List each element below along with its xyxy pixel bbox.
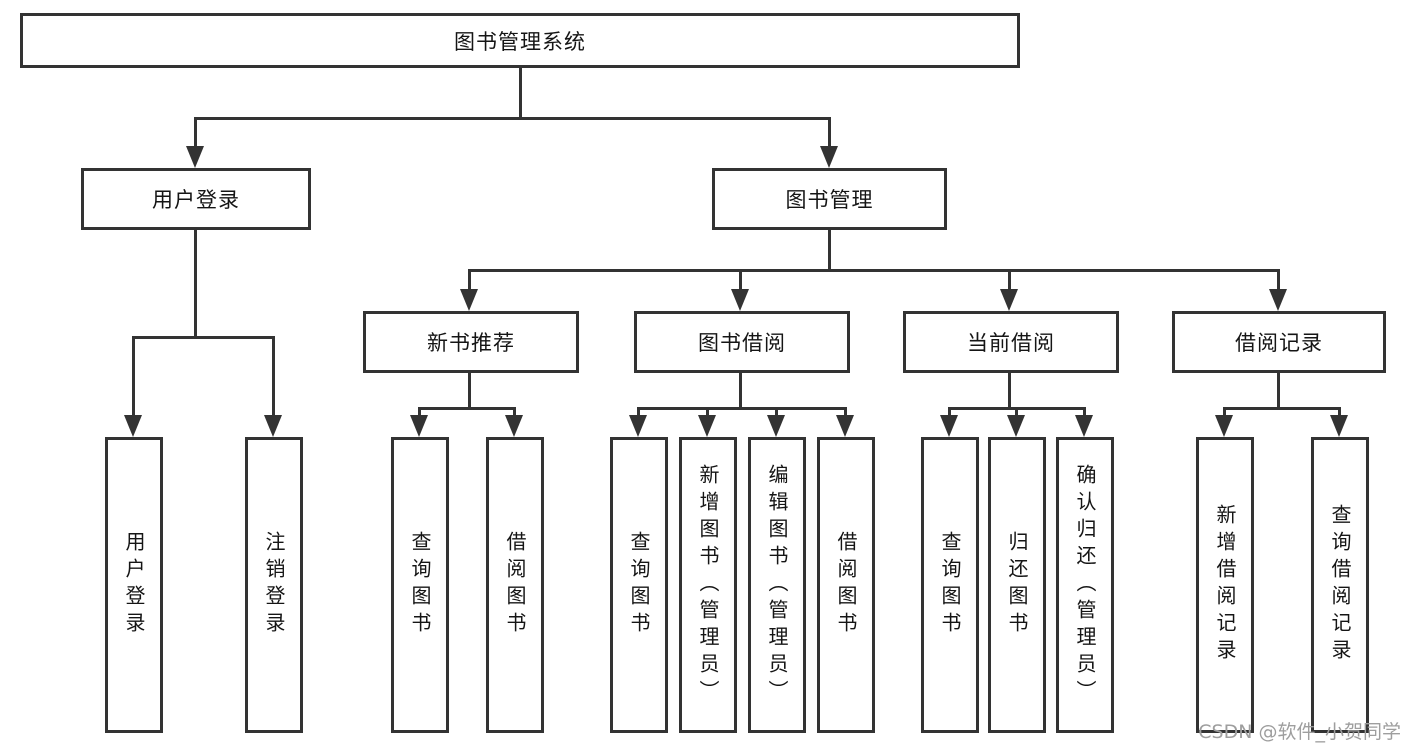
connector-records-stem (1277, 373, 1280, 409)
connector-current-stem (1008, 373, 1011, 409)
node-leaf-query-books-rec: 查询图书 (391, 437, 449, 733)
arrowhead-into-c1 (629, 415, 647, 437)
node-book-management: 图书管理 (712, 168, 947, 230)
connector-a2-drop (272, 336, 275, 421)
connector-borrow-stem (739, 373, 742, 409)
connector-root-stem (519, 68, 522, 119)
node-book-borrowing: 图书借阅 (634, 311, 850, 373)
node-leaf-user-login: 用户登录 (105, 437, 163, 733)
arrowhead-into-c4 (836, 415, 854, 437)
arrowhead-into-e2 (1330, 415, 1348, 437)
connector-mgmt-stem (828, 230, 831, 272)
connector-a1-drop (132, 336, 135, 421)
node-leaf-confirm-return-admin: 确认归还（管理员） (1056, 437, 1114, 733)
arrowhead-into-recommend (460, 289, 478, 311)
node-leaf-add-borrow-record: 新增借阅记录 (1196, 437, 1254, 733)
connector-login-drop (194, 117, 197, 147)
csdn-watermark: CSDN @软件_小贺同学 (1198, 721, 1401, 743)
arrowhead-into-e1 (1215, 415, 1233, 437)
arrowhead-into-leaf-login (124, 415, 142, 437)
node-leaf-borrow-books-rec: 借阅图书 (486, 437, 544, 733)
node-library-management-system: 图书管理系统 (20, 13, 1020, 68)
arrowhead-into-c2 (698, 415, 716, 437)
connector-login-stem (194, 230, 197, 338)
connector-records-leaf-rail (1223, 407, 1341, 410)
arrowhead-into-b1 (410, 415, 428, 437)
node-new-book-recommend: 新书推荐 (363, 311, 579, 373)
arrowhead-into-leaf-logout (264, 415, 282, 437)
connector-rec-drop (468, 269, 471, 295)
node-leaf-borrow-books: 借阅图书 (817, 437, 875, 733)
node-current-borrowing: 当前借阅 (903, 311, 1119, 373)
node-user-login: 用户登录 (81, 168, 311, 230)
node-leaf-query-books-current: 查询图书 (921, 437, 979, 733)
arrowhead-into-d3 (1075, 415, 1093, 437)
node-leaf-edit-books-admin: 编辑图书（管理员） (748, 437, 806, 733)
connector-borrow-drop (739, 269, 742, 295)
node-leaf-query-borrow-record: 查询借阅记录 (1311, 437, 1369, 733)
arrowhead-into-records (1269, 289, 1287, 311)
arrowhead-into-d2 (1007, 415, 1025, 437)
connector-rec-leaf-rail (418, 407, 516, 410)
connector-level2-rail (194, 117, 831, 120)
arrowhead-into-d1 (940, 415, 958, 437)
arrowhead-into-user-login (186, 146, 204, 168)
node-leaf-query-books-borrow: 查询图书 (610, 437, 668, 733)
connector-login-rail (132, 336, 275, 339)
arrowhead-into-current (1000, 289, 1018, 311)
arrowhead-into-b2 (505, 415, 523, 437)
node-leaf-return-books: 归还图书 (988, 437, 1046, 733)
connector-current-drop (1008, 269, 1011, 295)
arrowhead-into-book-mgmt (820, 146, 838, 168)
node-leaf-add-books-admin: 新增图书（管理员） (679, 437, 737, 733)
node-borrowing-records: 借阅记录 (1172, 311, 1386, 373)
node-leaf-logout: 注销登录 (245, 437, 303, 733)
connector-records-drop (1277, 269, 1280, 295)
connector-level3-rail (468, 269, 1280, 272)
connector-rec-stem (468, 373, 471, 409)
arrowhead-into-borrowing (731, 289, 749, 311)
connector-borrow-leaf-rail (637, 407, 847, 410)
connector-mgmt-drop (828, 117, 831, 147)
arrowhead-into-c3 (767, 415, 785, 437)
